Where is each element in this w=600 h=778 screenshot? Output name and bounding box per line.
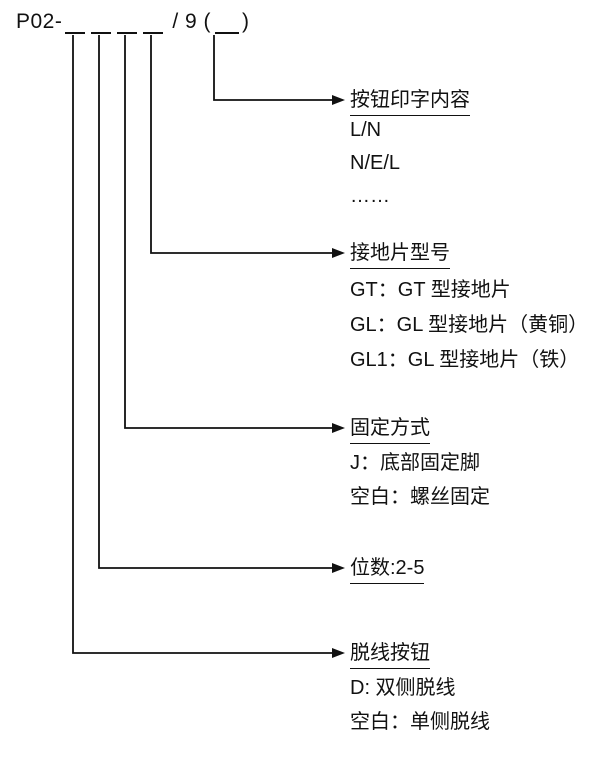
option-item: …… [350,185,390,207]
section-title-mounting-type: 固定方式 [350,415,430,444]
option-item: J：底部固定脚 [350,452,480,474]
option-item: GT：GT 型接地片 [350,279,511,301]
blank-slot-1 [65,8,86,34]
section-title-release-button: 脱线按钮 [350,640,430,669]
arrowhead-icon [332,563,345,573]
arrowhead-icon [332,423,345,433]
option-item: L/N [350,119,382,141]
section-title-digit-count: 位数:2-5 [350,555,425,584]
connector-print-content [213,35,332,101]
model-code: P02- / 9 ( ) [16,8,250,35]
option-item: 空白：单侧脱线 [350,711,490,733]
section-title-ground-plate: 接地片型号 [350,240,450,269]
model-code-prefix: P02- [16,10,63,33]
connector-mounting-type [124,35,332,429]
blank-slot-3 [117,8,138,34]
connector-digit-count [98,35,332,569]
arrowhead-icon [332,648,345,658]
model-code-suffix: ) [242,10,250,33]
model-code-middle: / 9 ( [172,10,212,33]
connector-ground-plate [150,35,332,254]
option-item: 空白：螺丝固定 [350,486,490,508]
connector-release-button [72,35,332,654]
arrowhead-icon [332,248,345,258]
option-item: GL：GL 型接地片（黄铜） [350,314,589,336]
blank-slot-4 [143,8,164,34]
section-title-print-content: 按钮印字内容 [350,87,470,116]
blank-slot-5 [215,8,240,34]
blank-slot-2 [91,8,112,34]
arrowhead-icon [332,95,345,105]
option-item: N/E/L [350,152,401,174]
option-item: D: 双侧脱线 [350,677,456,699]
option-item: GL1：GL 型接地片（铁） [350,349,580,371]
